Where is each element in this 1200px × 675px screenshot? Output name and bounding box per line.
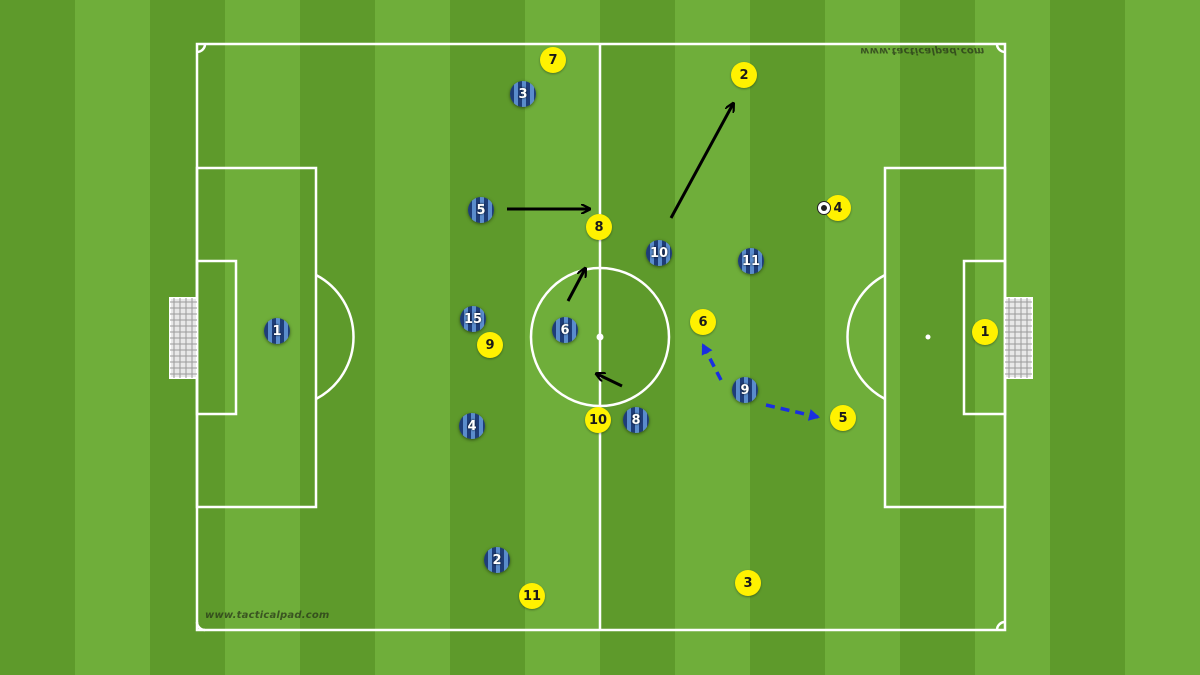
grass-stripe [375,0,451,675]
blue-player[interactable]: 15 [460,306,486,332]
blue-player[interactable]: 11 [738,248,764,274]
blue-player[interactable]: 6 [552,317,578,343]
grass-stripe [75,0,151,675]
right-goal-net-icon [1004,297,1033,379]
pass-arrow [765,403,820,421]
run-arrow [566,269,585,302]
yellow-player[interactable]: 10 [585,407,611,433]
yellow-player[interactable]: 3 [735,570,761,596]
grass-stripe [750,0,826,675]
yellow-player[interactable]: 7 [540,47,566,73]
blue-player[interactable]: 1 [264,318,290,344]
corner-arc-bl [195,621,206,632]
corner-arc-tl [196,43,207,54]
corner-arc-br [995,620,1006,631]
center-circle [529,266,671,408]
football-icon[interactable] [817,201,831,215]
blue-player[interactable]: 2 [484,547,510,573]
yellow-player[interactable]: 9 [477,332,503,358]
run-arrow [669,104,733,219]
yellow-player[interactable]: 2 [731,62,757,88]
blue-player[interactable]: 3 [510,81,536,107]
movement-arrows [507,104,820,421]
run-arrow [597,374,623,388]
blue-player[interactable]: 9 [732,377,758,403]
grass-stripe [825,0,901,675]
yellow-player[interactable]: 11 [519,583,545,609]
yellow-player[interactable]: 5 [830,405,856,431]
blue-player[interactable]: 8 [623,407,649,433]
grass-stripe [1050,0,1126,675]
grass-stripe [0,0,76,675]
right-penalty-spot [925,334,931,340]
blue-player[interactable]: 4 [459,413,485,439]
yellow-player[interactable]: 6 [690,309,716,335]
left-penalty-arc [315,273,355,401]
grass-stripe [600,0,676,675]
yellow-player[interactable]: 1 [972,319,998,345]
center-spot [596,333,604,341]
blue-player[interactable]: 5 [468,197,494,223]
watermark-top: www.tacticalpad.com [860,45,985,56]
blue-player[interactable]: 10 [646,240,672,266]
grass-stripe [1125,0,1200,675]
left-goal-net-icon [169,297,198,379]
watermark-bottom: www.tacticalpad.com [205,610,330,621]
grass-stripe [300,0,376,675]
pass-arrow [701,343,723,381]
right-penalty-arc [846,273,886,401]
corner-arc-tr [995,43,1006,54]
yellow-player[interactable]: 8 [586,214,612,240]
grass-stripe [675,0,751,675]
